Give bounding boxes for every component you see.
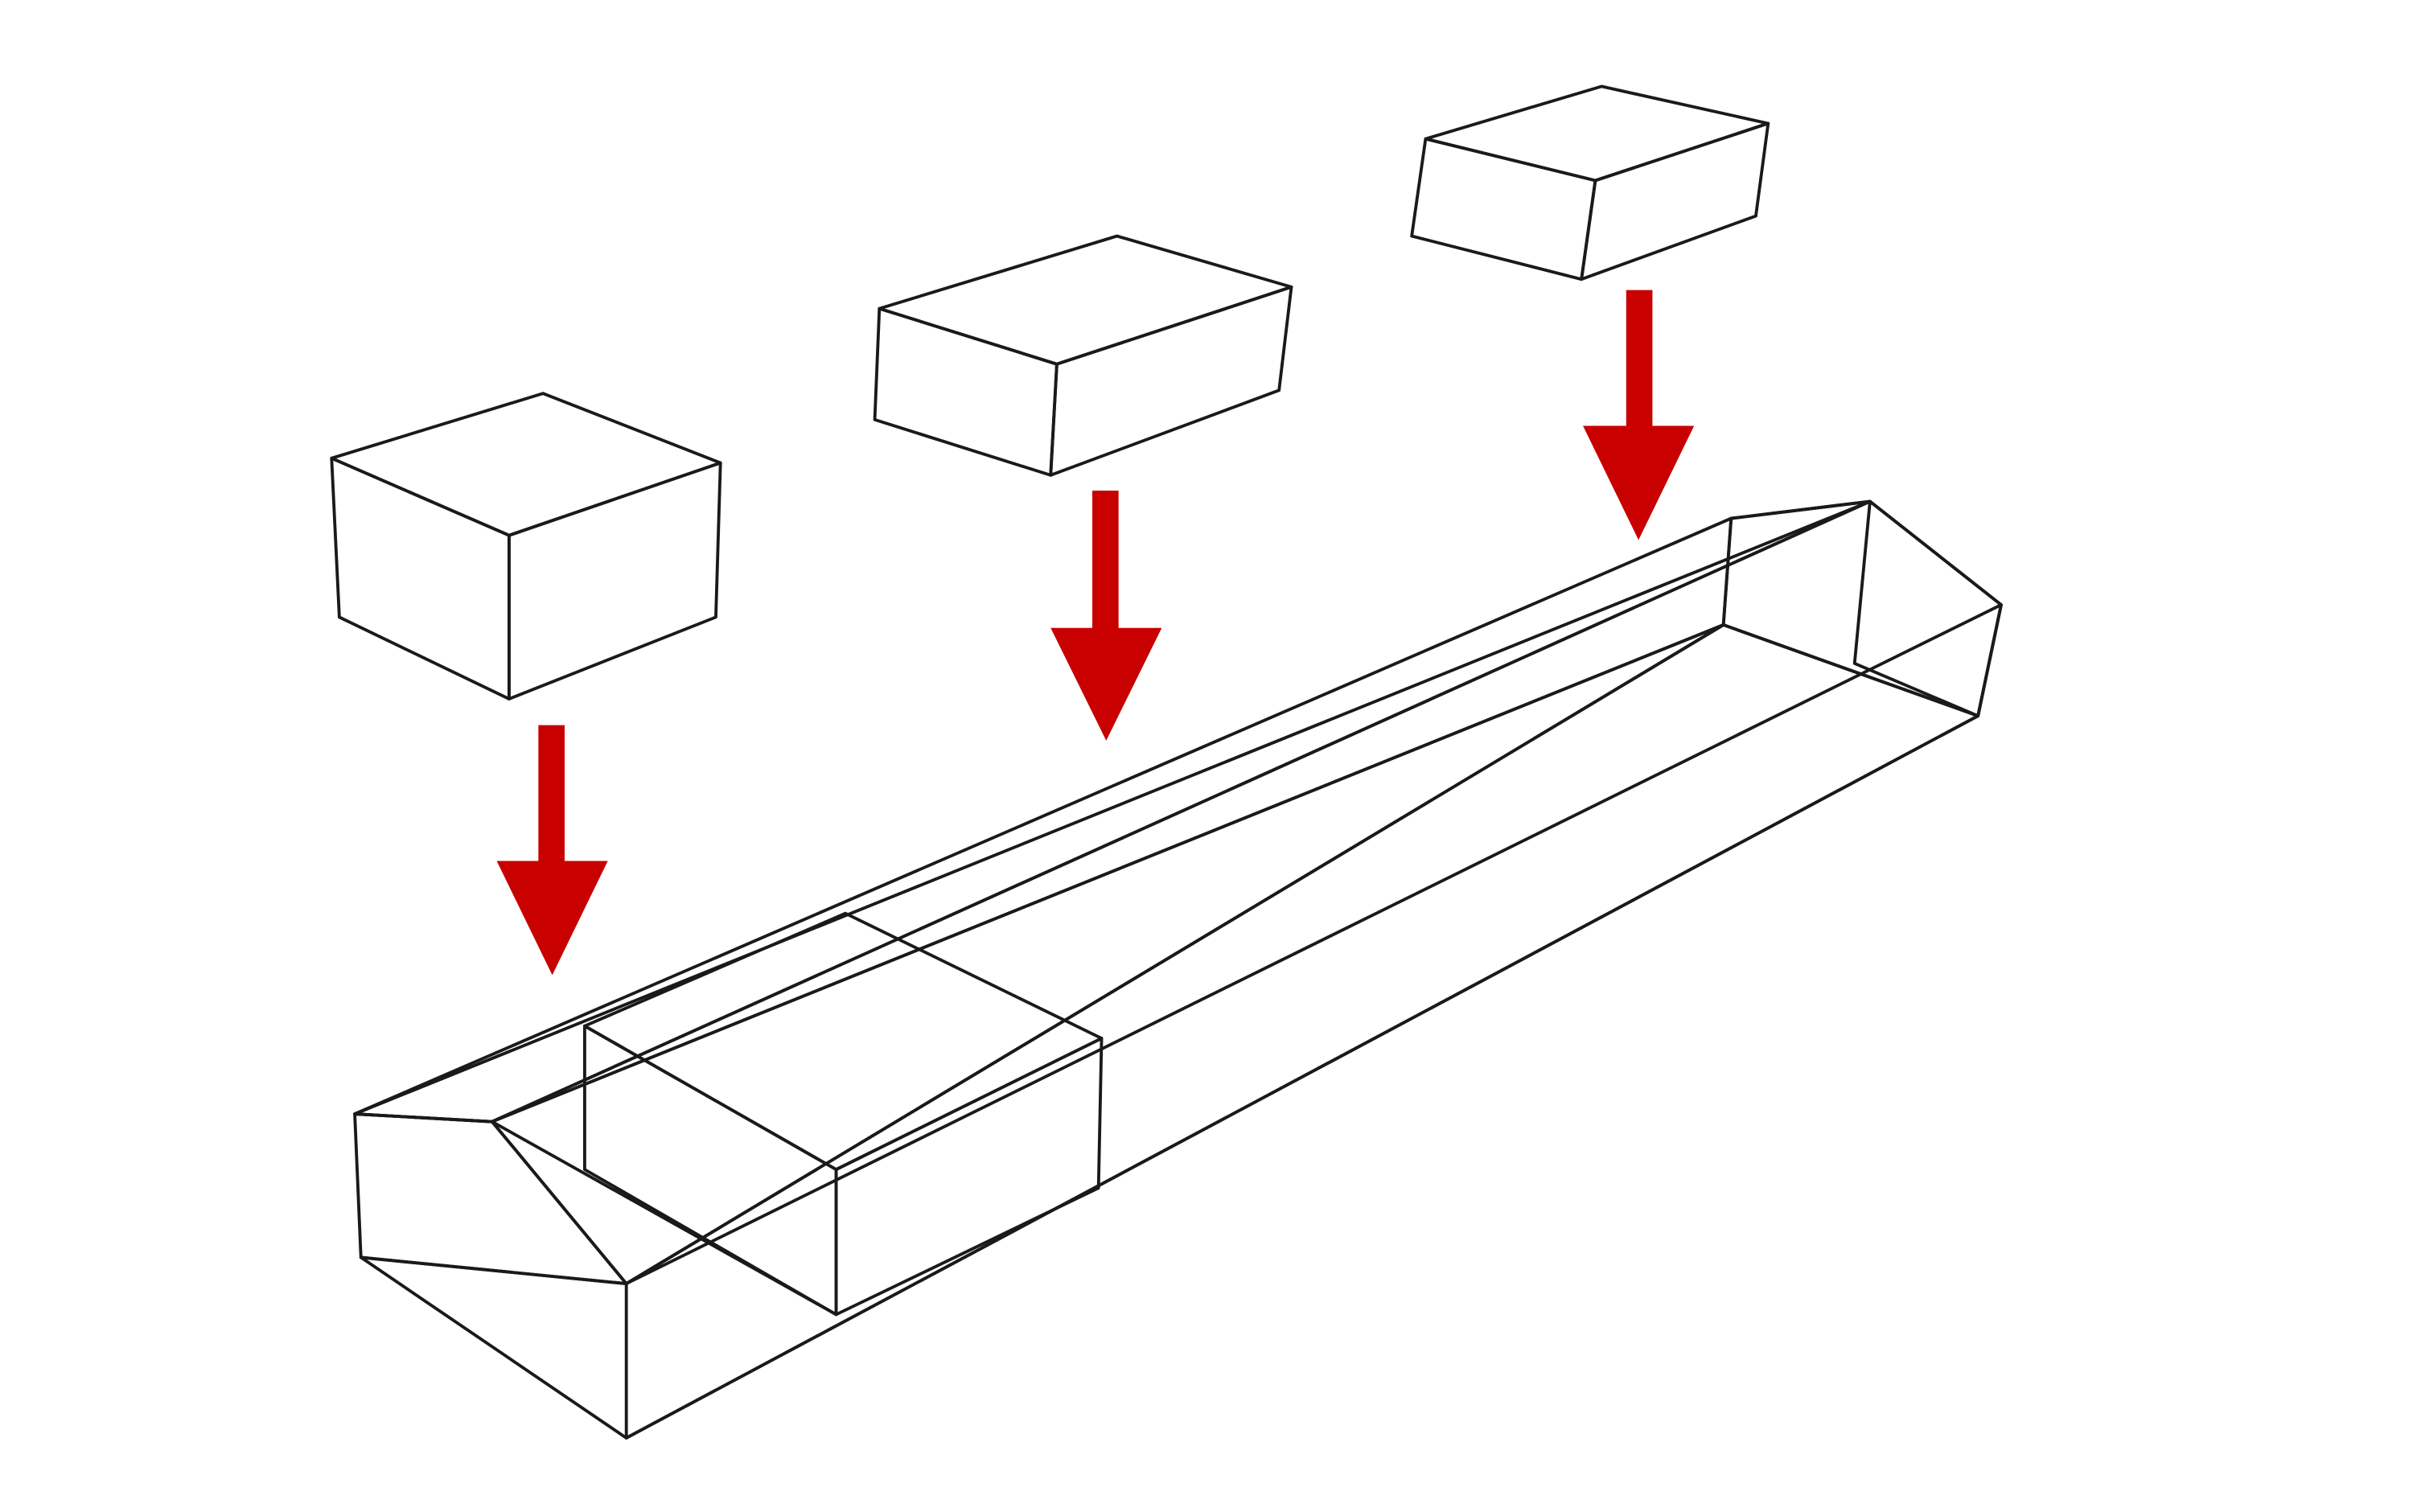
block-right-front	[1410, 137, 1597, 281]
block-middle-front	[873, 306, 1059, 477]
placed-block	[582, 911, 1104, 1317]
block-left-front	[330, 456, 511, 701]
block-middle-side	[1049, 285, 1293, 477]
channel-right-end	[1721, 499, 2003, 718]
arrow-down-icon	[1583, 290, 1695, 540]
channel-ridge-line	[491, 499, 1871, 1124]
arrow-middle	[1050, 491, 1162, 741]
arrow-down-icon	[496, 725, 608, 976]
placed-block-top	[582, 911, 1104, 1172]
arrow-right	[1583, 290, 1695, 540]
block-right-top	[1424, 84, 1770, 183]
arrow-left	[496, 725, 608, 976]
arrow-down-icon	[1050, 491, 1162, 741]
block-left-top	[330, 392, 722, 537]
block-middle	[873, 234, 1293, 477]
block-left	[330, 392, 722, 701]
block-right	[1410, 84, 1770, 281]
channel-floor	[359, 623, 1980, 1440]
block-middle-top	[878, 234, 1293, 366]
channel-right-end-shadow	[1852, 499, 2003, 718]
placed-block-side	[834, 1037, 1104, 1317]
block-right-side	[1580, 121, 1770, 281]
block-left-side	[507, 461, 722, 701]
channel	[353, 499, 2003, 1440]
